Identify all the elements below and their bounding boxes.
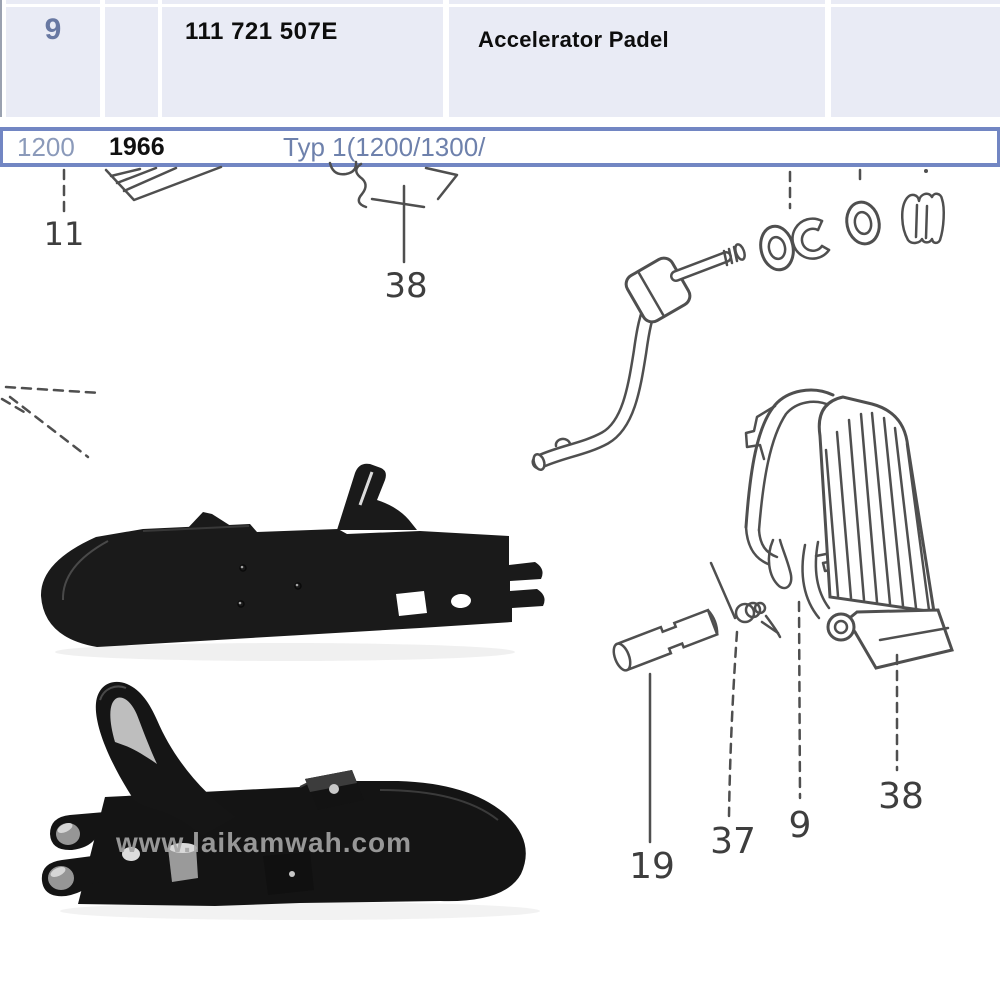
table-row[interactable]: 9 111 721 507E Accelerator Padel <box>0 0 1000 117</box>
plate-hole <box>122 847 140 861</box>
table-left-border-inner <box>2 0 6 117</box>
plate-oval-hole <box>451 593 471 609</box>
table-row-gap <box>0 117 1000 127</box>
photo-pedal-lever-bottom <box>41 681 540 920</box>
photo-pedal-plate-top <box>40 463 545 661</box>
parts-table: 9 111 721 507E Accelerator Padel <box>0 0 1000 117</box>
column-separator <box>443 0 449 117</box>
diagram-labels: 11 38 19 37 9 38 <box>44 215 924 887</box>
part-number-cell: 111 721 507E <box>185 18 338 45</box>
table-left-border <box>0 0 2 117</box>
type-cell: Typ 1(1200/1300/ <box>283 131 486 162</box>
column-separator <box>100 0 105 117</box>
model-cell: 1200 <box>17 131 75 162</box>
plate-square-hole <box>396 591 427 616</box>
part-label-19: 19 <box>629 846 675 887</box>
diagram-lines <box>0 160 954 844</box>
column-separator <box>825 0 831 117</box>
selected-model-row[interactable]: 1200 1966 Typ 1(1200/1300/ <box>0 127 1000 167</box>
part-label-38-bottom: 38 <box>878 776 924 817</box>
part-position-cell: 9 <box>44 13 62 46</box>
watermark-text: www.laikamwah.com <box>116 827 413 858</box>
part-label-38-top: 38 <box>384 266 427 306</box>
plate-hook-bracket <box>337 463 417 530</box>
year-cell: 1966 <box>109 132 165 161</box>
part-label-9: 9 <box>789 805 812 846</box>
row-separator <box>0 4 1000 7</box>
part-description-cell: Accelerator Padel <box>478 27 669 52</box>
stop-block <box>263 852 314 895</box>
part-label-11: 11 <box>44 215 85 253</box>
pivot-sleeve <box>168 846 198 882</box>
part-label-37: 37 <box>710 821 756 862</box>
column-separator <box>158 0 162 117</box>
plate-small-bracket <box>186 512 234 530</box>
